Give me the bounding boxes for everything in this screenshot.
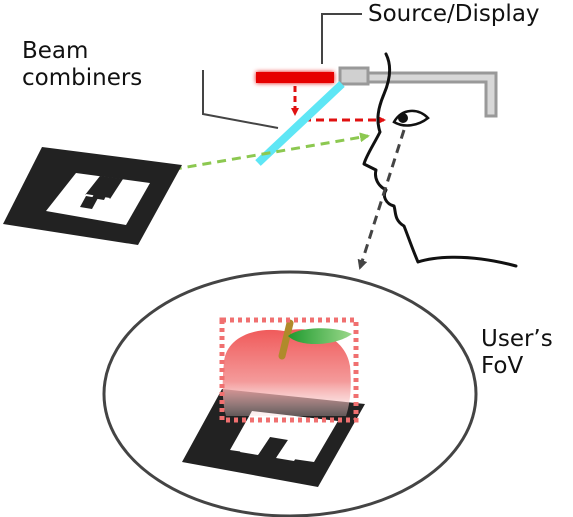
beam-label-leader <box>202 70 279 129</box>
source-label-leader <box>321 13 362 64</box>
fov-label-line1: User’s <box>481 326 553 352</box>
glasses-frame <box>338 66 498 118</box>
display-bar <box>256 72 334 83</box>
see-through-arrow <box>157 132 370 174</box>
view-arrow <box>357 129 406 270</box>
eye-icon <box>392 109 430 127</box>
apple-icon <box>222 319 352 416</box>
beam-combiner <box>255 81 345 166</box>
users-fov-label: User’s FoV <box>481 326 553 380</box>
fov-ellipse <box>102 270 478 517</box>
beam-label-line1: Beam <box>22 38 89 64</box>
ar-bounding-box <box>219 317 359 423</box>
source-display-label: Source/Display <box>368 1 540 27</box>
beam-label-line2: combiners <box>22 65 143 91</box>
fiducial-marker-left <box>3 147 182 245</box>
fov-label-line2: FoV <box>481 353 524 379</box>
beam-combiners-label: Beam combiners <box>22 38 142 92</box>
